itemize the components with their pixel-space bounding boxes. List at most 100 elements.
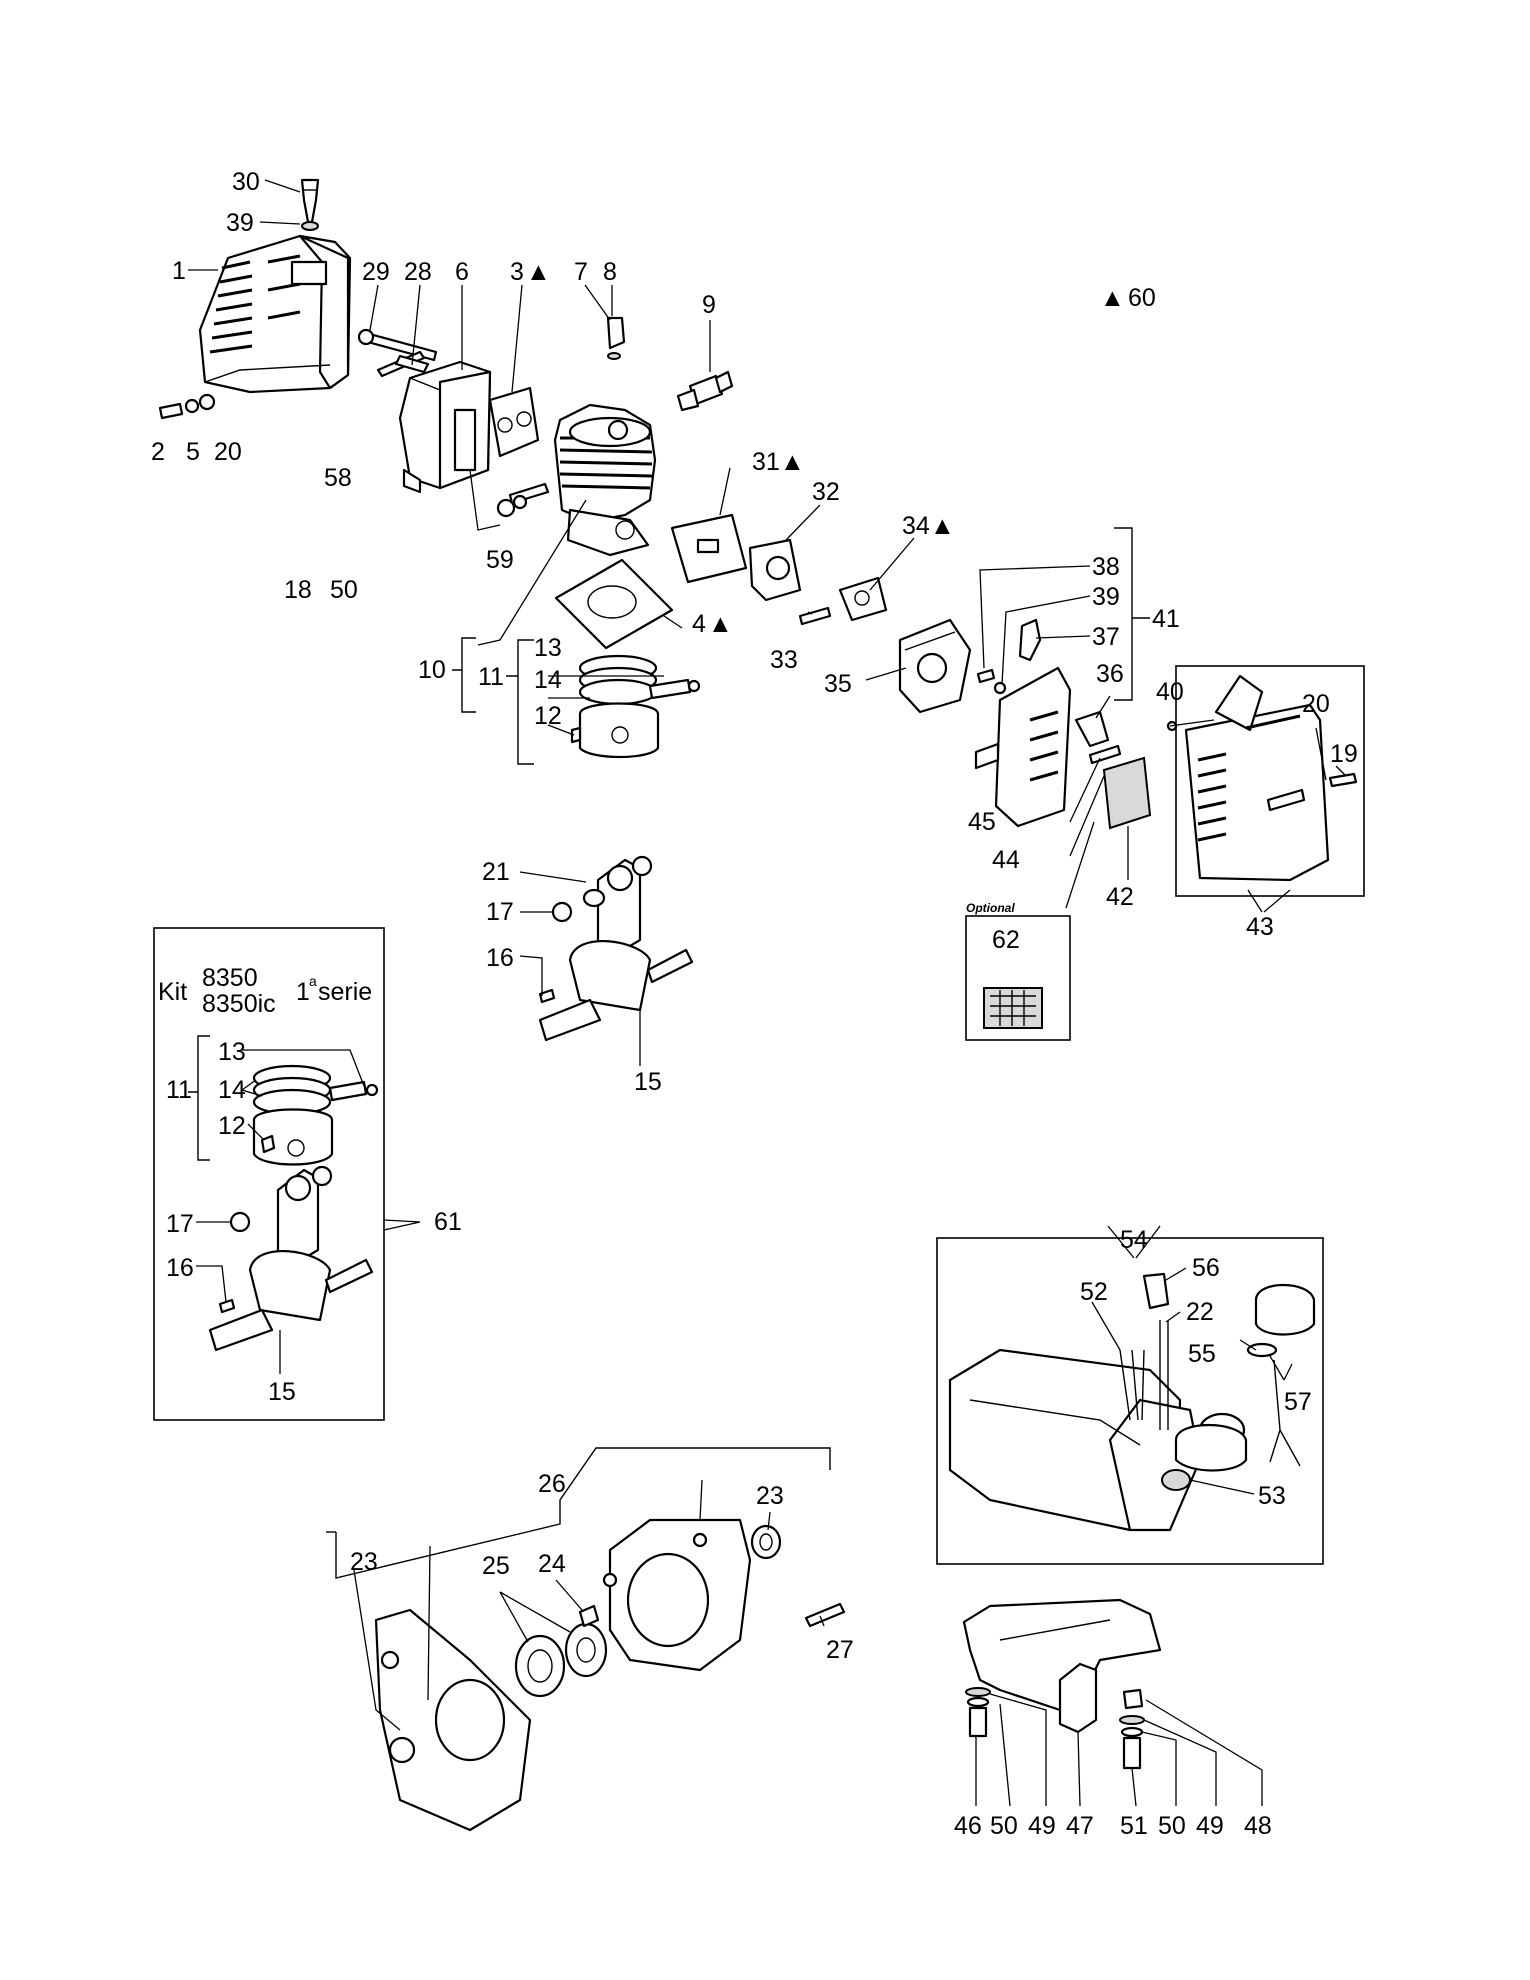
- callout-7: 7: [574, 258, 588, 286]
- part-37-lever: [1018, 618, 1042, 662]
- callout-labels: 30 39 1 29 28 6 3 ▲ 7 8 9 ▲ 60 2 5 20 58…: [151, 168, 1358, 1840]
- callout-20b: 20: [1302, 690, 1330, 718]
- callout-11: 11: [478, 663, 504, 691]
- callout-47: 47: [1066, 1812, 1094, 1840]
- part-34-gasket: [838, 576, 888, 622]
- callout-37: 37: [1092, 623, 1120, 651]
- callout-13b: 13: [218, 1038, 246, 1066]
- callout-12b: 12: [218, 1112, 246, 1140]
- part-41-filter-base: [974, 666, 1072, 828]
- callout-33: 33: [770, 646, 798, 674]
- part-43-box: [1175, 665, 1365, 897]
- callout-58: 58: [324, 464, 352, 492]
- part-cylinder: [553, 403, 657, 557]
- callout-56: 56: [1192, 1254, 1220, 1282]
- optional-box: [965, 915, 1071, 1041]
- callout-15: 15: [634, 1068, 662, 1096]
- part-35-carburetor: [898, 618, 972, 714]
- callout-17b: 17: [166, 1210, 194, 1238]
- callout-59: 59: [486, 546, 514, 574]
- callout-20: 20: [214, 438, 242, 466]
- marker-3: ▲: [526, 258, 551, 286]
- callout-14b: 14: [218, 1076, 246, 1104]
- part-43-air-filter-cover: [1184, 674, 1330, 882]
- brackets: [188, 527, 1150, 1579]
- part-2-5-20-screw-set: [158, 393, 216, 420]
- callout-51: 51: [1120, 1812, 1148, 1840]
- part-31-gasket: [670, 513, 748, 584]
- callout-5: 5: [186, 438, 200, 466]
- part-15-crankshaft-kit: [208, 1168, 374, 1352]
- callout-39b: 39: [1092, 583, 1120, 611]
- callout-18: 18: [284, 576, 312, 604]
- part-22-hose: [1159, 1320, 1169, 1430]
- part-23-crankcase-half: [374, 1608, 532, 1832]
- callout-14: 14: [534, 666, 562, 694]
- callout-50: 50: [330, 576, 358, 604]
- fuel-tank-box: [936, 1237, 1324, 1565]
- callout-62: 62: [992, 926, 1020, 954]
- callout-16b: 16: [166, 1254, 194, 1282]
- kit-box: [153, 927, 385, 1421]
- callout-57: 57: [1284, 1388, 1312, 1416]
- callout-52: 52: [1080, 1278, 1108, 1306]
- part-42-filter: [1102, 756, 1152, 830]
- kit-series-num: 1: [296, 978, 310, 1006]
- callout-40: 40: [1156, 678, 1184, 706]
- part-45-screw: [1088, 744, 1122, 765]
- callout-17: 17: [486, 898, 514, 926]
- callout-32: 32: [812, 478, 840, 506]
- part-23-seal: [750, 1524, 782, 1560]
- callout-10: 10: [418, 656, 446, 684]
- part-11-piston-set-top: [570, 654, 701, 759]
- callout-41: 41: [1152, 605, 1180, 633]
- part-9-spark-plug: [676, 370, 734, 412]
- callout-50b: 50: [990, 1812, 1018, 1840]
- kit-series-sup: a: [309, 973, 317, 989]
- kit-label: Kit: [158, 978, 187, 1006]
- callout-61: 61: [434, 1208, 462, 1236]
- part-15-crankshaft-top: [538, 858, 694, 1042]
- callout-35: 35: [824, 670, 852, 698]
- part-32-intake: [748, 538, 802, 602]
- callout-44: 44: [992, 846, 1020, 874]
- callout-22: 22: [1186, 1298, 1214, 1326]
- part-25-bearings: [514, 1622, 608, 1698]
- part-38-39-screws: [976, 668, 1007, 695]
- part-16-key-top: [538, 988, 556, 1004]
- part-24-pin: [578, 1604, 600, 1628]
- part-29-28-bolts: [357, 328, 438, 378]
- callout-50c: 50: [1158, 1812, 1186, 1840]
- callout-4: 4: [692, 610, 706, 638]
- callout-23b: 23: [756, 1482, 784, 1510]
- callout-29: 29: [362, 258, 390, 286]
- part-47-bracket: [962, 1598, 1162, 1734]
- part-21-bearing: [582, 888, 606, 908]
- callout-12: 12: [534, 702, 562, 730]
- callout-19: 19: [1330, 740, 1358, 768]
- callout-23: 23: [350, 1548, 378, 1576]
- callout-48: 48: [1244, 1812, 1272, 1840]
- callout-2: 2: [151, 438, 165, 466]
- callout-39: 39: [226, 209, 254, 237]
- callout-30: 30: [232, 168, 260, 196]
- callout-53: 53: [1258, 1482, 1286, 1510]
- callout-46: 46: [954, 1812, 982, 1840]
- callout-34: 34: [902, 512, 930, 540]
- callout-15b: 15: [268, 1378, 296, 1406]
- part-39-washer-top: [301, 221, 319, 231]
- marker-34: ▲: [930, 512, 955, 540]
- part-11-piston-set-kit: [252, 1064, 379, 1166]
- part-17-ring-top: [551, 901, 573, 923]
- part-1-engine-cover: [198, 234, 352, 394]
- part-56-filter: [1142, 1272, 1170, 1310]
- callout-26: 26: [538, 1470, 566, 1498]
- callout-3: 3: [510, 258, 524, 286]
- part-33-screw: [798, 606, 832, 626]
- part-6-muffler: [398, 360, 492, 494]
- callout-6: 6: [455, 258, 469, 286]
- part-7-8-bolt: [606, 316, 626, 360]
- part-23-crankcase-main: [602, 1518, 752, 1672]
- part-36-spring: [1074, 710, 1110, 748]
